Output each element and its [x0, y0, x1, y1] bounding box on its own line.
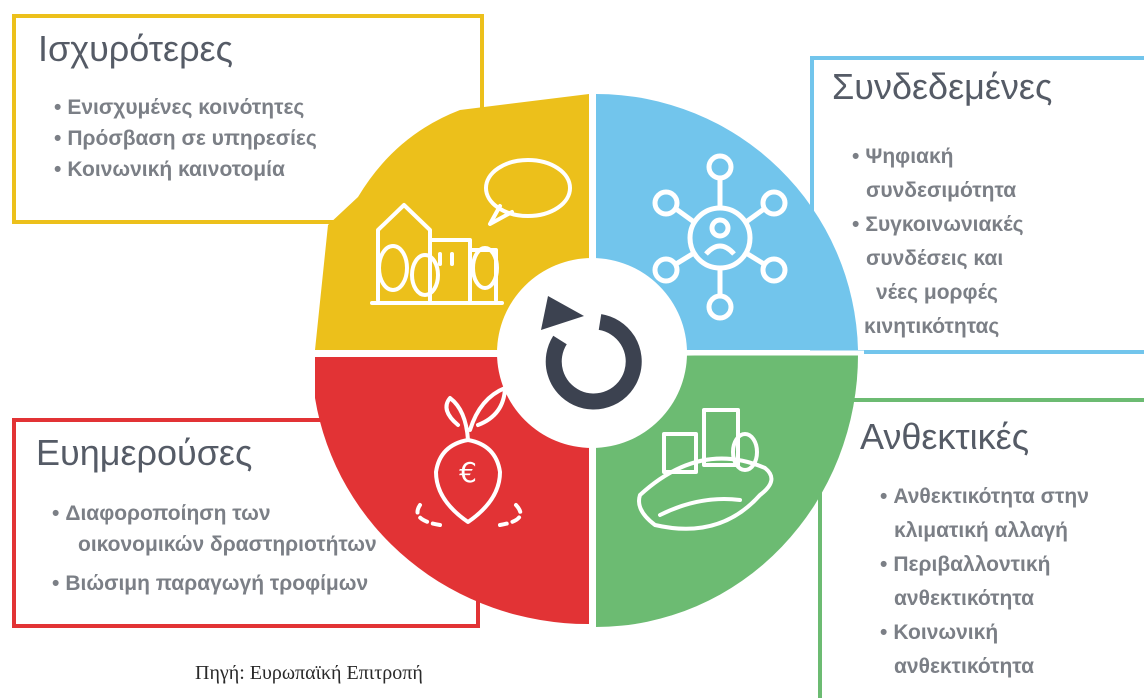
panel-prosperous-title: Ευημερούσες: [36, 432, 253, 473]
panel-connected-title: Συνδεδεμένες: [832, 66, 1053, 107]
list-item: νέες μορφές: [876, 281, 998, 304]
list-item: •Ανθεκτικότητα στην: [880, 485, 1089, 508]
list-item: ανθεκτικότητα: [894, 655, 1034, 678]
wheel-quadrant-red: [315, 357, 589, 625]
town-speech-bubble-icon: [370, 158, 572, 305]
list-item: κινητικότητας: [864, 315, 1000, 338]
list-item: •Ψηφιακή: [852, 145, 954, 168]
wheel-quadrant-green: [596, 353, 859, 627]
refresh-arrow-icon: [545, 314, 642, 410]
city-hill-icon: [637, 408, 774, 531]
source-caption: Πηγή: Ευρωπαϊκή Επιτροπή: [195, 662, 423, 684]
euro-seed-icon: €: [415, 386, 523, 527]
panel-connected-list: •Ψηφιακή συνδεσιμότητα •Συγκοινωνιακές σ…: [852, 140, 1024, 344]
panel-resilient-title: Ανθεκτικές: [860, 416, 1030, 457]
list-item: •Περιβαλλοντική: [880, 553, 1051, 576]
list-item: •Κοινωνική: [880, 621, 999, 644]
svg-text:€: €: [459, 456, 477, 489]
list-item: συνδέσεις και: [866, 247, 1004, 270]
panel-resilient: [818, 398, 1144, 698]
panel-prosperous-list: •Διαφοροποίηση των οικονομικών δραστηριο…: [52, 498, 377, 599]
list-item: •Κοινωνική καινοτομία: [54, 158, 285, 181]
list-item: •Διαφοροποίηση των: [52, 502, 271, 525]
list-item: κλιματική αλλαγή: [894, 519, 1068, 542]
list-item: •Ενισχυμένες κοινότητες: [54, 96, 305, 119]
wheel-center: [497, 258, 687, 448]
list-item: •Συγκοινωνιακές: [852, 213, 1024, 236]
list-item: •Βιώσιμη παραγωγή τροφίμων: [52, 572, 369, 595]
panel-stronger-title: Ισχυρότερες: [38, 28, 233, 69]
list-item: •Πρόσβαση σε υπηρεσίες: [54, 127, 317, 150]
network-person-icon: [652, 153, 788, 321]
panel-stronger-list: •Ενισχυμένες κοινότητες •Πρόσβαση σε υπη…: [54, 92, 317, 185]
panel-resilient-list: •Ανθεκτικότητα στην κλιματική αλλαγή •Πε…: [880, 480, 1089, 684]
refresh-arrow-head: [541, 296, 584, 330]
list-item: ανθεκτικότητα: [894, 587, 1034, 610]
list-item: οικονομικών δραστηριοτήτων: [78, 533, 377, 556]
panel-stronger: [12, 14, 484, 224]
panel-connected: [810, 56, 1144, 354]
list-item: συνδεσιμότητα: [866, 179, 1017, 202]
